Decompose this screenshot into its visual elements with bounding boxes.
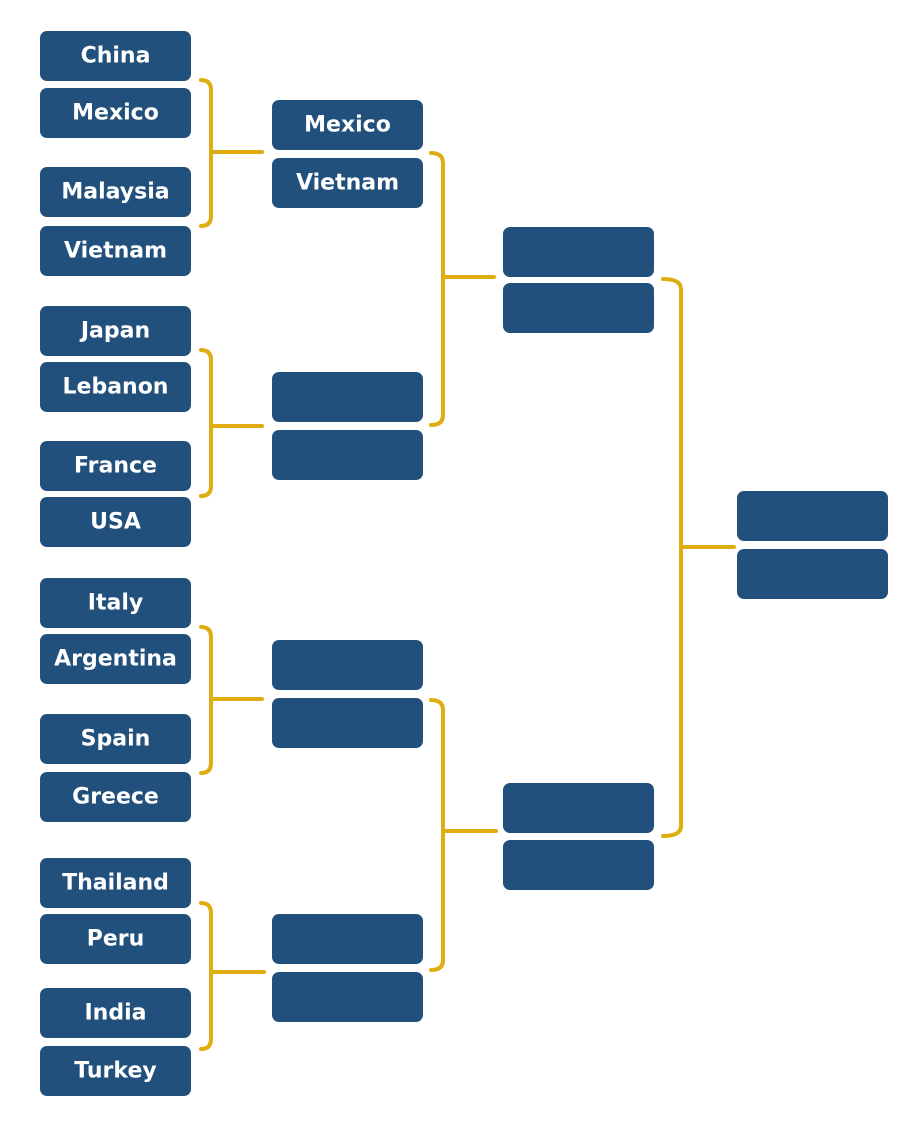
team-name: USA [90,510,141,535]
bracket-slot-round1-1: China [40,31,191,81]
slot-box [272,372,423,422]
bracket-slot-round3-2 [503,283,654,333]
slot-box [40,714,191,764]
team-name: Turkey [74,1059,156,1084]
bracket-slot-round1-2: Mexico [40,88,191,138]
bracket-connector-4 [199,901,213,1051]
slot-box [503,840,654,890]
slot-box [272,972,423,1022]
slot-box [40,226,191,276]
slot-box [272,914,423,964]
slot-box [737,549,888,599]
bracket-slot-round2-8 [272,972,423,1022]
slot-box [40,497,191,547]
bracket-slot-round1-8: USA [40,497,191,547]
bracket-slot-round1-3: Malaysia [40,167,191,217]
bracket-slot-round1-15: India [40,988,191,1038]
bracket-slot-round1-14: Peru [40,914,191,964]
slot-box [272,158,423,208]
bracket-connector-7 [661,277,683,838]
slot-box [40,858,191,908]
slot-box [272,100,423,150]
slot-box [40,1046,191,1096]
bracket-slot-round1-10: Argentina [40,634,191,684]
bracket-slot-round1-13: Thailand [40,858,191,908]
bracket-connector-6 [429,698,445,972]
team-name: Vietnam [296,171,399,196]
team-name: Mexico [304,113,391,138]
slot-box [40,167,191,217]
bracket-slot-round1-9: Italy [40,578,191,628]
slot-box [272,640,423,690]
team-name: Japan [79,319,150,344]
bracket-slot-round2-2: Vietnam [272,158,423,208]
bracket-slot-round3-1 [503,227,654,277]
bracket-slot-round2-6 [272,698,423,748]
bracket-slot-round2-4 [272,430,423,480]
slot-box [40,988,191,1038]
slot-box [272,698,423,748]
slot-box [40,88,191,138]
team-name: Malaysia [61,180,169,205]
team-name: Argentina [54,647,177,672]
bracket-slot-round2-3 [272,372,423,422]
team-name: France [74,454,157,479]
slot-box [503,283,654,333]
team-name: India [85,1001,147,1026]
slot-box [40,441,191,491]
slot-box [737,491,888,541]
slot-box [503,227,654,277]
team-name: Peru [87,927,145,952]
team-name: China [81,44,151,69]
team-name: Greece [72,785,159,810]
slot-box [40,306,191,356]
slot-box [40,914,191,964]
slot-box [272,430,423,480]
team-name: Thailand [62,871,169,896]
bracket-slot-round3-4 [503,840,654,890]
slot-box [40,634,191,684]
slot-box [40,31,191,81]
bracket-slots: ChinaMexicoMalaysiaVietnamJapanLebanonFr… [40,31,888,1096]
slot-box [503,783,654,833]
bracket-connectors [199,78,736,1051]
bracket-slot-final-1 [737,491,888,541]
bracket-slot-round1-12: Greece [40,772,191,822]
slot-box [40,772,191,822]
bracket-slot-round2-1: Mexico [272,100,423,150]
bracket-slot-round1-4: Vietnam [40,226,191,276]
bracket-slot-round1-11: Spain [40,714,191,764]
slot-box [40,578,191,628]
slot-box [40,362,191,412]
bracket-slot-round3-3 [503,783,654,833]
bracket-slot-final-2 [737,549,888,599]
team-name: Lebanon [63,375,169,400]
bracket-slot-round1-5: Japan [40,306,191,356]
bracket-connector-2 [199,348,213,498]
team-name: Italy [88,591,143,616]
bracket-slot-round2-7 [272,914,423,964]
bracket-slot-round1-6: Lebanon [40,362,191,412]
bracket-slot-round2-5 [272,640,423,690]
bracket-slot-round1-7: France [40,441,191,491]
bracket-slot-round1-16: Turkey [40,1046,191,1096]
team-name: Vietnam [64,239,167,264]
team-name: Spain [81,727,151,752]
bracket-connector-5 [429,151,445,427]
team-name: Mexico [72,101,159,126]
